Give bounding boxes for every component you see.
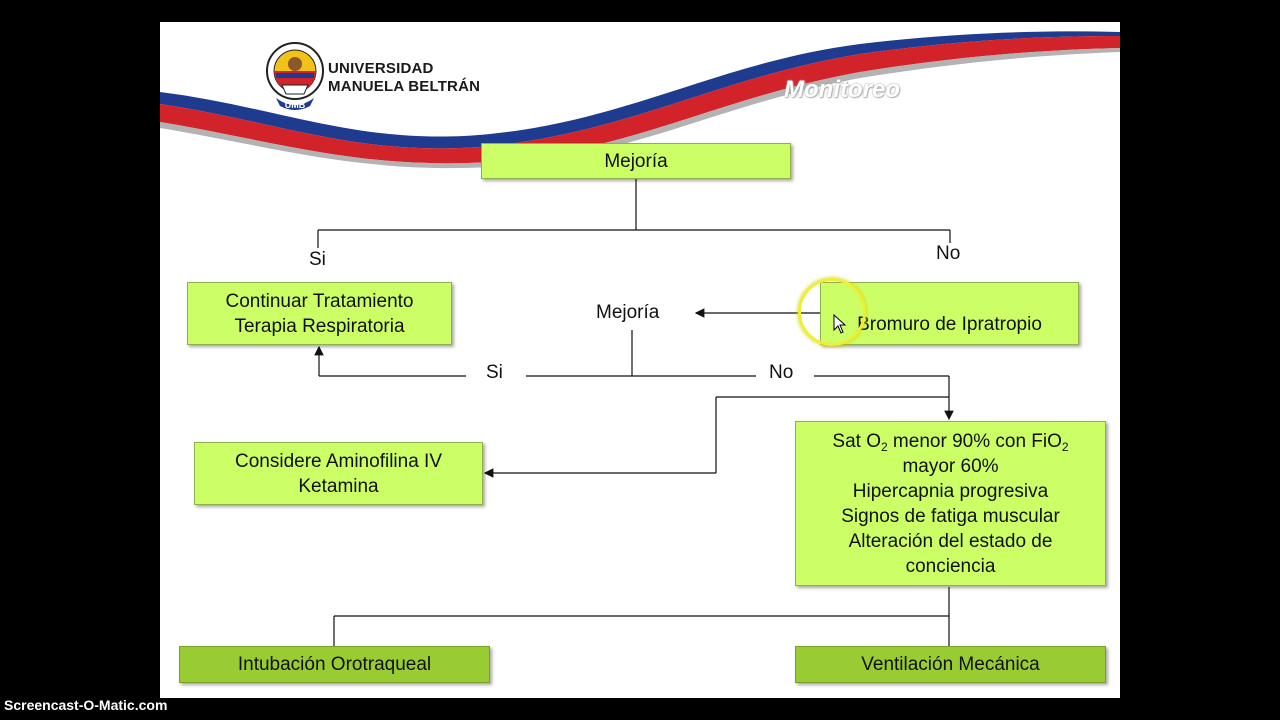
branch-no-label-1: No — [936, 243, 961, 265]
branch-yes-label-1: Si — [309, 249, 326, 271]
aminofilina-box: Considere Aminofilina IV Ketamina — [194, 442, 483, 505]
mejoria-top-box: Mejoría — [481, 143, 791, 179]
aminofilina-line2: Ketamina — [298, 475, 379, 497]
continue-treatment-line1: Continuar Tratamiento — [225, 290, 414, 312]
cursor-highlight-ring — [798, 278, 866, 346]
header-swoosh — [160, 31, 1120, 169]
criteria-line4: Signos de fatiga muscular — [841, 505, 1060, 527]
screencast-watermark: Screencast-O-Matic.com — [4, 697, 168, 713]
criteria-line2: mayor 60% — [902, 455, 999, 477]
intubacion-box: Intubación Orotraqueal — [179, 646, 490, 683]
branch-no-label-2: No — [769, 362, 794, 384]
criteria-box: Sat O2 menor 90% con FiO2 mayor 60% Hipe… — [795, 421, 1106, 586]
criteria-line6: conciencia — [905, 555, 996, 577]
bromuro-ipratropio-text: Bromuro de Ipratropio — [857, 314, 1042, 335]
connector-lines — [314, 179, 954, 646]
logo-text: UMB — [285, 100, 306, 110]
criteria-line5: Alteración del estado de — [848, 530, 1053, 552]
ventilacion-box: Ventilación Mecánica — [795, 646, 1106, 683]
university-seal-icon: UMB — [266, 42, 324, 110]
aminofilina-line1: Considere Aminofilina IV — [235, 450, 442, 472]
university-name-line1: UNIVERSIDAD — [328, 60, 434, 77]
ventilacion-text: Ventilación Mecánica — [861, 654, 1040, 675]
slide: UMB UNIVERSIDAD MANUELA BELTRÁN Monitore… — [160, 22, 1120, 698]
criteria-line1: Sat O2 menor 90% con FiO2 — [832, 430, 1069, 454]
continue-treatment-box: Continuar Tratamiento Terapia Respirator… — [187, 282, 452, 345]
criteria-line3: Hipercapnia progresiva — [852, 480, 1049, 502]
mejoria-top-text: Mejoría — [604, 150, 668, 172]
branch-yes-label-2: Si — [486, 362, 503, 384]
continue-treatment-line2: Terapia Respiratoria — [234, 315, 405, 337]
mejoria-middle-label: Mejoría — [596, 302, 660, 324]
mouse-cursor-icon — [833, 314, 847, 334]
university-name-line2: MANUELA BELTRÁN — [328, 78, 481, 95]
intubacion-text: Intubación Orotraqueal — [237, 654, 432, 675]
slide-title: Monitoreo — [784, 76, 900, 103]
